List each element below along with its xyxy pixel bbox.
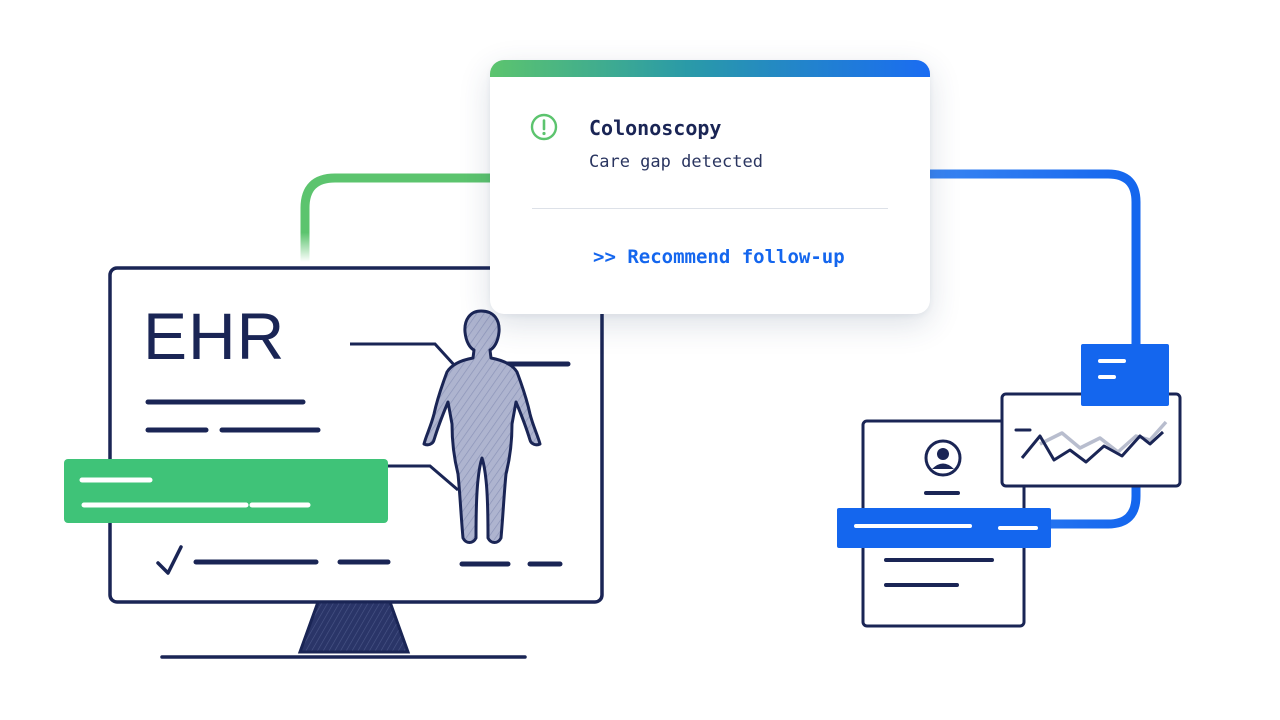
- alert-subtitle: Care gap detected: [589, 152, 763, 172]
- exclamation-circle-icon: [530, 113, 558, 141]
- care-gap-alert-card: Colonoscopy Care gap detected >> Recomme…: [490, 60, 930, 314]
- line-chart-icon: [1020, 430, 1165, 464]
- ehr-label: EHR: [143, 299, 286, 373]
- recommend-follow-up-link[interactable]: >> Recommend follow-up: [593, 246, 845, 268]
- card-divider: [532, 208, 888, 209]
- human-body-icon: [422, 309, 542, 544]
- green-highlight-bar: [64, 459, 388, 523]
- card-accent-bar: [490, 60, 930, 77]
- green-connector-line: [300, 173, 505, 267]
- ehr-monitor: [64, 266, 604, 659]
- checkmark-icon: [156, 545, 183, 575]
- monitor-stand: [297, 600, 411, 654]
- alert-title: Colonoscopy: [589, 116, 722, 140]
- patient-documents: [837, 344, 1182, 628]
- blue-tag-card: [1081, 344, 1169, 406]
